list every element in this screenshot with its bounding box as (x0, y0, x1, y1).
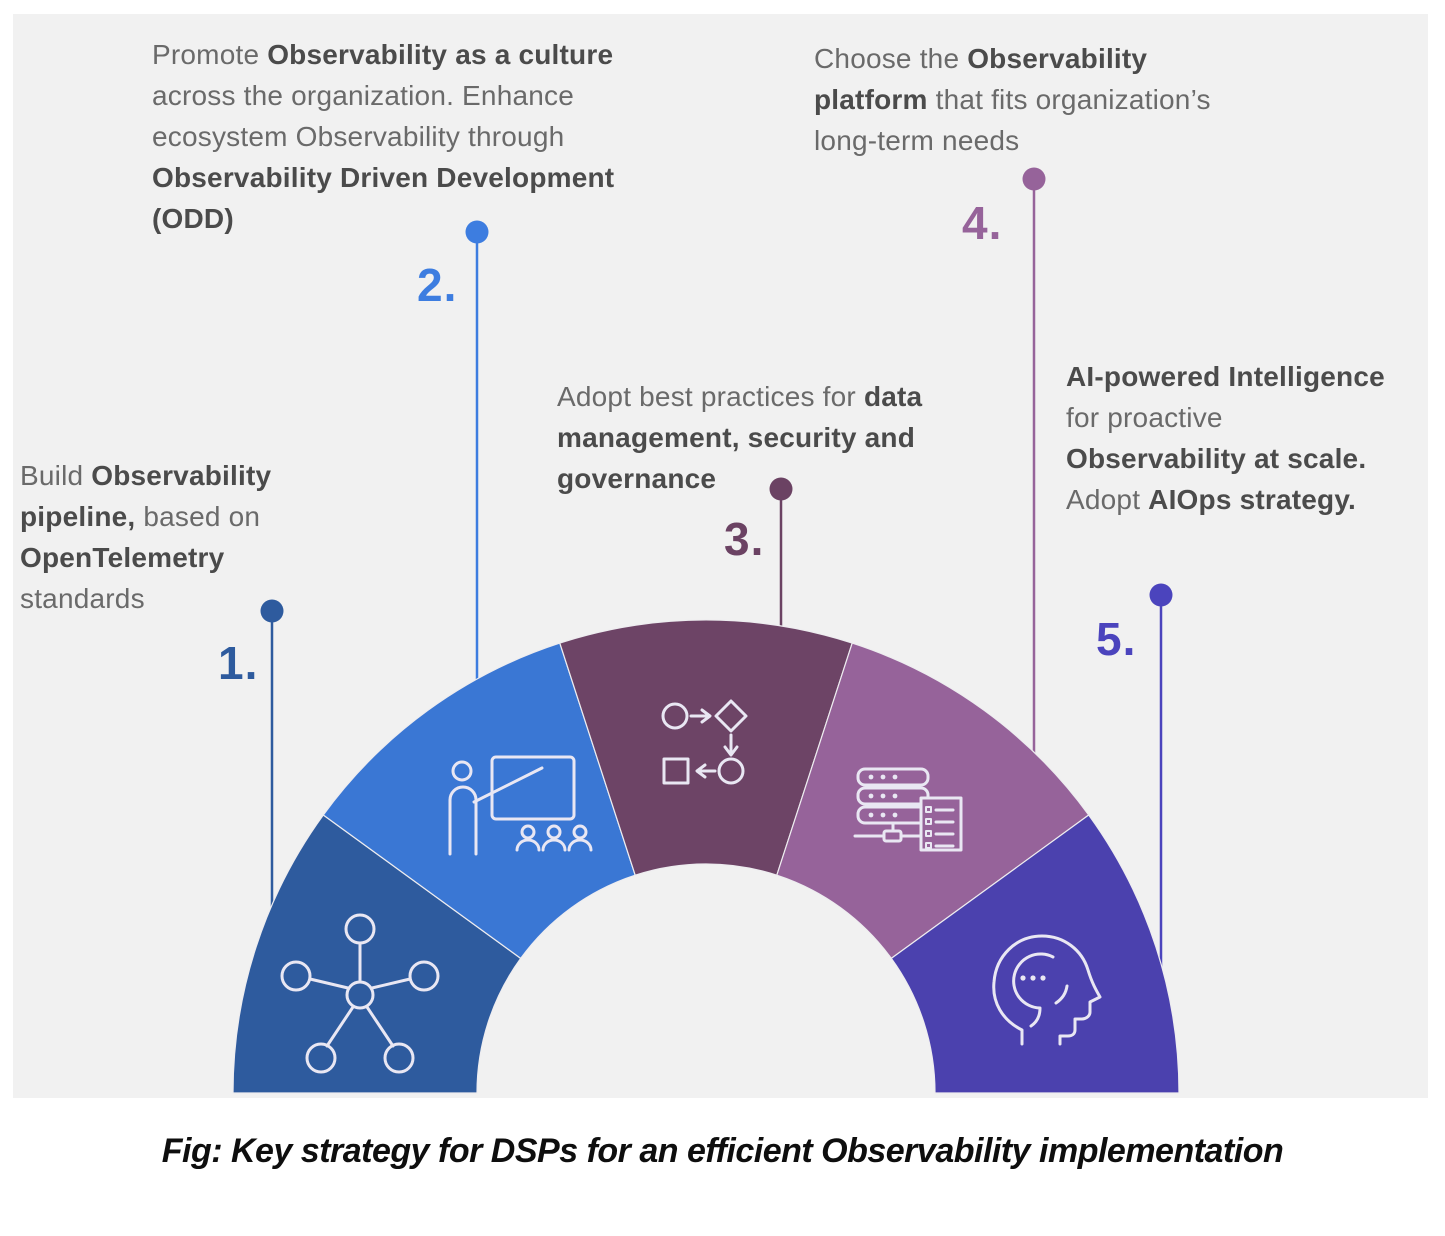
step-4-number: 4. (962, 197, 1003, 249)
step-5-number: 5. (1096, 613, 1137, 665)
step-4-text: Choose the Observability platform that f… (814, 43, 1211, 156)
figure-caption: Fig: Key strategy for DSPs for an effici… (161, 1132, 1284, 1170)
background-panel (13, 14, 1428, 1098)
thought-dots (1020, 975, 1046, 981)
workflow-diagram-icon (661, 699, 748, 785)
server-leds (868, 774, 898, 818)
step-5-text: AI-powered Intelligence for proactive Ob… (1066, 361, 1385, 515)
server-checklist-icon (853, 767, 963, 852)
leader-dots (260, 167, 1173, 623)
step-3-text: Adopt best practices for data management… (557, 381, 923, 494)
arch-segment-1 (232, 814, 522, 1094)
network-nodes-icon (280, 913, 440, 1074)
step-2-text: Promote Observability as a culture acros… (152, 39, 615, 234)
leader-dot-1 (260, 599, 284, 623)
step-3-number: 3. (724, 513, 765, 565)
arch-segment-3 (559, 619, 853, 876)
step-2-number: 2. (417, 259, 458, 311)
leader-dot-3 (769, 477, 793, 501)
step-1-number: 1. (218, 637, 259, 689)
leader-dot-2 (465, 220, 489, 244)
segment-icons (280, 699, 1102, 1074)
leader-dot-5 (1149, 583, 1173, 607)
arch-segments (232, 619, 1180, 1094)
ai-head-icon (992, 934, 1102, 1046)
presentation-training-icon (448, 755, 593, 856)
step-1-text: Build Observability pipeline, based on O… (20, 460, 272, 614)
leader-dot-4 (1022, 167, 1046, 191)
